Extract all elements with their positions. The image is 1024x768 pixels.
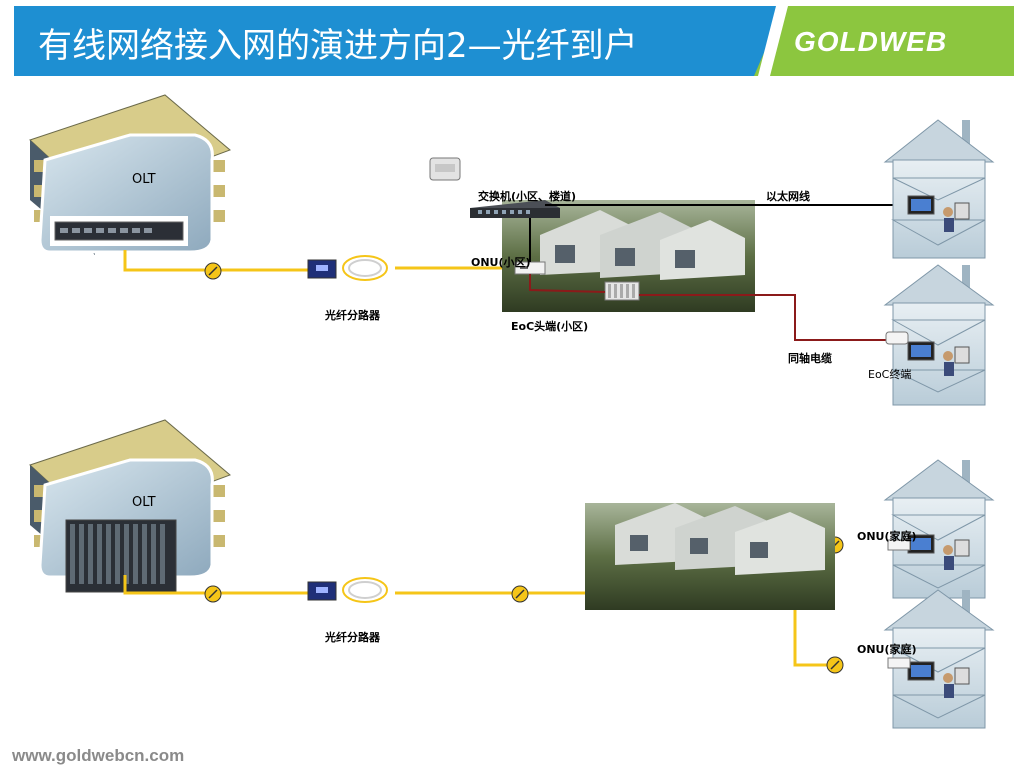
device-icon [429, 157, 461, 181]
splitter-label-bottom: 光纤分路器 [325, 631, 380, 644]
olt-building-top [29, 94, 231, 255]
ethernet-cable [529, 204, 905, 262]
connector-icon [204, 585, 222, 603]
house-top-1 [883, 119, 995, 259]
eoc-head-label: EoC头端(小区) [511, 320, 589, 333]
onu-home-icon [887, 657, 911, 669]
eoc-terminal-icon [885, 331, 909, 345]
onu-home-label-1: ONU(家庭) [857, 530, 917, 543]
switch-icon [470, 200, 560, 218]
connector-icon [511, 585, 529, 603]
community-photo-top [502, 200, 755, 312]
slide-title: 有线网络接入网的演进方向2—光纤到户 [38, 26, 638, 66]
ethernet-label: 以太网线 [766, 190, 810, 203]
house-bottom-1 [883, 459, 995, 599]
coax-label: 同轴电缆 [788, 352, 832, 365]
eoc-head-icon [604, 281, 640, 301]
community-photo-bottom [585, 503, 835, 610]
house-top-2 [883, 264, 995, 406]
goldweb-logo: GOLDWEB [794, 26, 948, 57]
onu-home-icon [887, 539, 911, 551]
onu-community-label: ONU(小区) [471, 256, 531, 269]
splitter-label-top: 光纤分路器 [325, 309, 380, 322]
footer-url: www.goldwebcn.com [12, 746, 185, 765]
olt-building-bottom [29, 419, 231, 593]
house-bottom-2 [883, 589, 995, 729]
coax-cable [529, 274, 890, 341]
splitter-top [307, 255, 388, 281]
header-banner: 有线网络接入网的演进方向2—光纤到户 GOLDWEB [14, 6, 1014, 76]
header-blue-band [14, 6, 784, 76]
onu-home-label-2: ONU(家庭) [857, 643, 917, 656]
connector-icon [826, 656, 844, 674]
eoc-terminal-label: EoC终端 [868, 368, 912, 381]
connector-icon [204, 262, 222, 280]
header-green-band [754, 6, 1014, 76]
switch-label: 交换机(小区、楼道) [478, 190, 577, 203]
olt-label-bottom: OLT [132, 495, 156, 510]
splitter-bottom [307, 577, 388, 603]
olt-label-top: OLT [132, 172, 156, 187]
